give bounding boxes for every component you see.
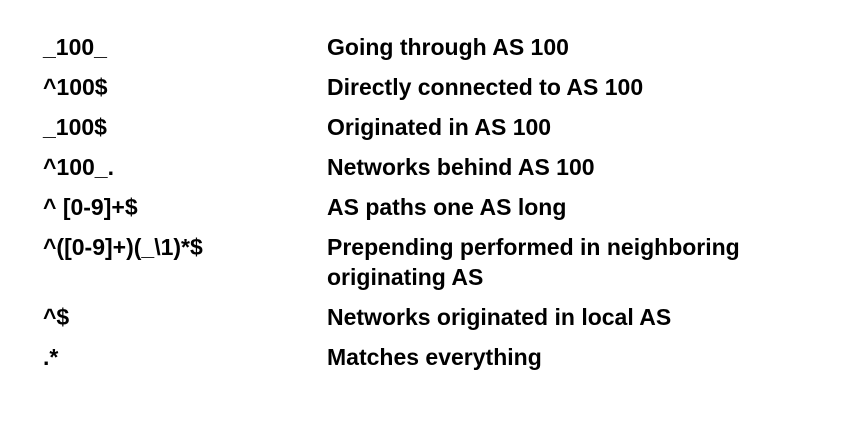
regex-pattern: ^100$ [43, 74, 108, 100]
table-row: _100_ Going through AS 100 [43, 32, 833, 62]
regex-meaning: Prepending performed in neighboring orig… [327, 234, 740, 290]
table-row: _100$ Originated in AS 100 [43, 112, 833, 142]
table-row: ^([0-9]+)(_\1)*$ Prepending performed in… [43, 232, 833, 292]
regex-meaning: AS paths one AS long [327, 194, 567, 220]
table-row: ^100$ Directly connected to AS 100 [43, 72, 833, 102]
table-row: ^100_. Networks behind AS 100 [43, 152, 833, 182]
regex-meaning: Matches everything [327, 344, 542, 370]
regex-pattern: _100$ [43, 114, 107, 140]
table-row: ^ [0-9]+$ AS paths one AS long [43, 192, 833, 222]
regex-pattern: ^ [0-9]+$ [43, 194, 138, 220]
regex-meaning: Originated in AS 100 [327, 114, 552, 140]
table-row: ^$ Networks originated in local AS [43, 302, 833, 332]
regex-pattern: ^$ [43, 304, 70, 330]
regex-pattern: .* [43, 344, 59, 370]
regex-meaning: Going through AS 100 [327, 34, 569, 60]
regex-meaning: Directly connected to AS 100 [327, 74, 644, 100]
regex-pattern: ^([0-9]+)(_\1)*$ [43, 234, 203, 260]
regex-pattern: _100_ [43, 34, 107, 60]
regex-meaning: Networks originated in local AS [327, 304, 672, 330]
table-row: .* Matches everything [43, 342, 833, 372]
regex-pattern: ^100_. [43, 154, 114, 180]
regex-meaning: Networks behind AS 100 [327, 154, 595, 180]
regex-table: _100_ Going through AS 100 ^100$ Directl… [43, 32, 833, 382]
